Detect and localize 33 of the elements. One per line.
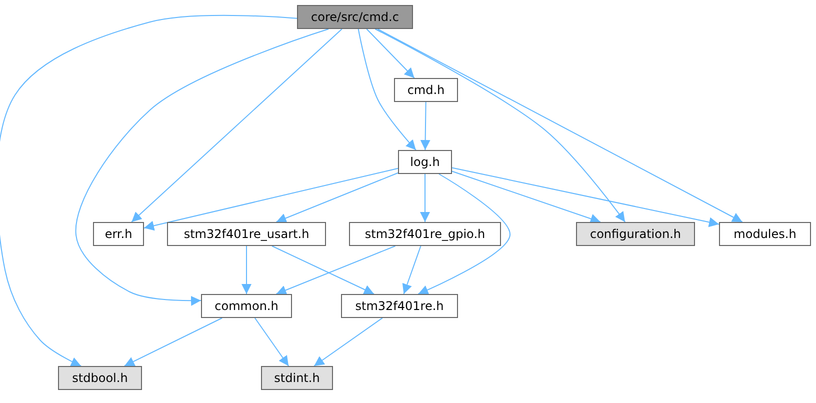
include-arrow xyxy=(452,167,720,228)
file-node: stdint.h xyxy=(261,366,333,390)
include-arrow xyxy=(131,28,342,222)
include-arrow xyxy=(314,318,383,366)
file-node: cmd.h xyxy=(394,78,458,102)
include-arrow xyxy=(0,14,298,366)
include-arrow xyxy=(144,168,398,231)
include-arrow xyxy=(242,246,252,294)
include-arrow xyxy=(75,28,330,306)
file-node: stm32f401re_gpio.h xyxy=(349,222,501,246)
include-arrow xyxy=(366,28,415,78)
include-arrow xyxy=(420,102,430,150)
file-node: core/src/cmd.c xyxy=(297,5,413,29)
include-arrow xyxy=(276,172,398,223)
include-arrow xyxy=(418,174,510,295)
include-arrow xyxy=(358,28,416,150)
file-node: log.h xyxy=(398,150,452,174)
file-node: stdbool.h xyxy=(58,366,142,390)
include-arrow xyxy=(374,28,626,222)
include-arrow xyxy=(272,246,374,294)
include-arrow xyxy=(254,318,290,366)
file-node: modules.h xyxy=(719,222,811,246)
include-arrow xyxy=(402,246,422,294)
file-node: configuration.h xyxy=(576,222,695,246)
include-arrow xyxy=(452,170,601,224)
include-arrow xyxy=(420,174,430,222)
include-arrow xyxy=(276,246,396,295)
file-node: err.h xyxy=(93,222,144,246)
file-node: stm32f401re.h xyxy=(341,294,458,318)
file-node: stm32f401re_usart.h xyxy=(167,222,326,246)
include-arrow xyxy=(377,28,743,222)
include-arrow xyxy=(124,318,223,366)
file-node: common.h xyxy=(201,294,292,318)
